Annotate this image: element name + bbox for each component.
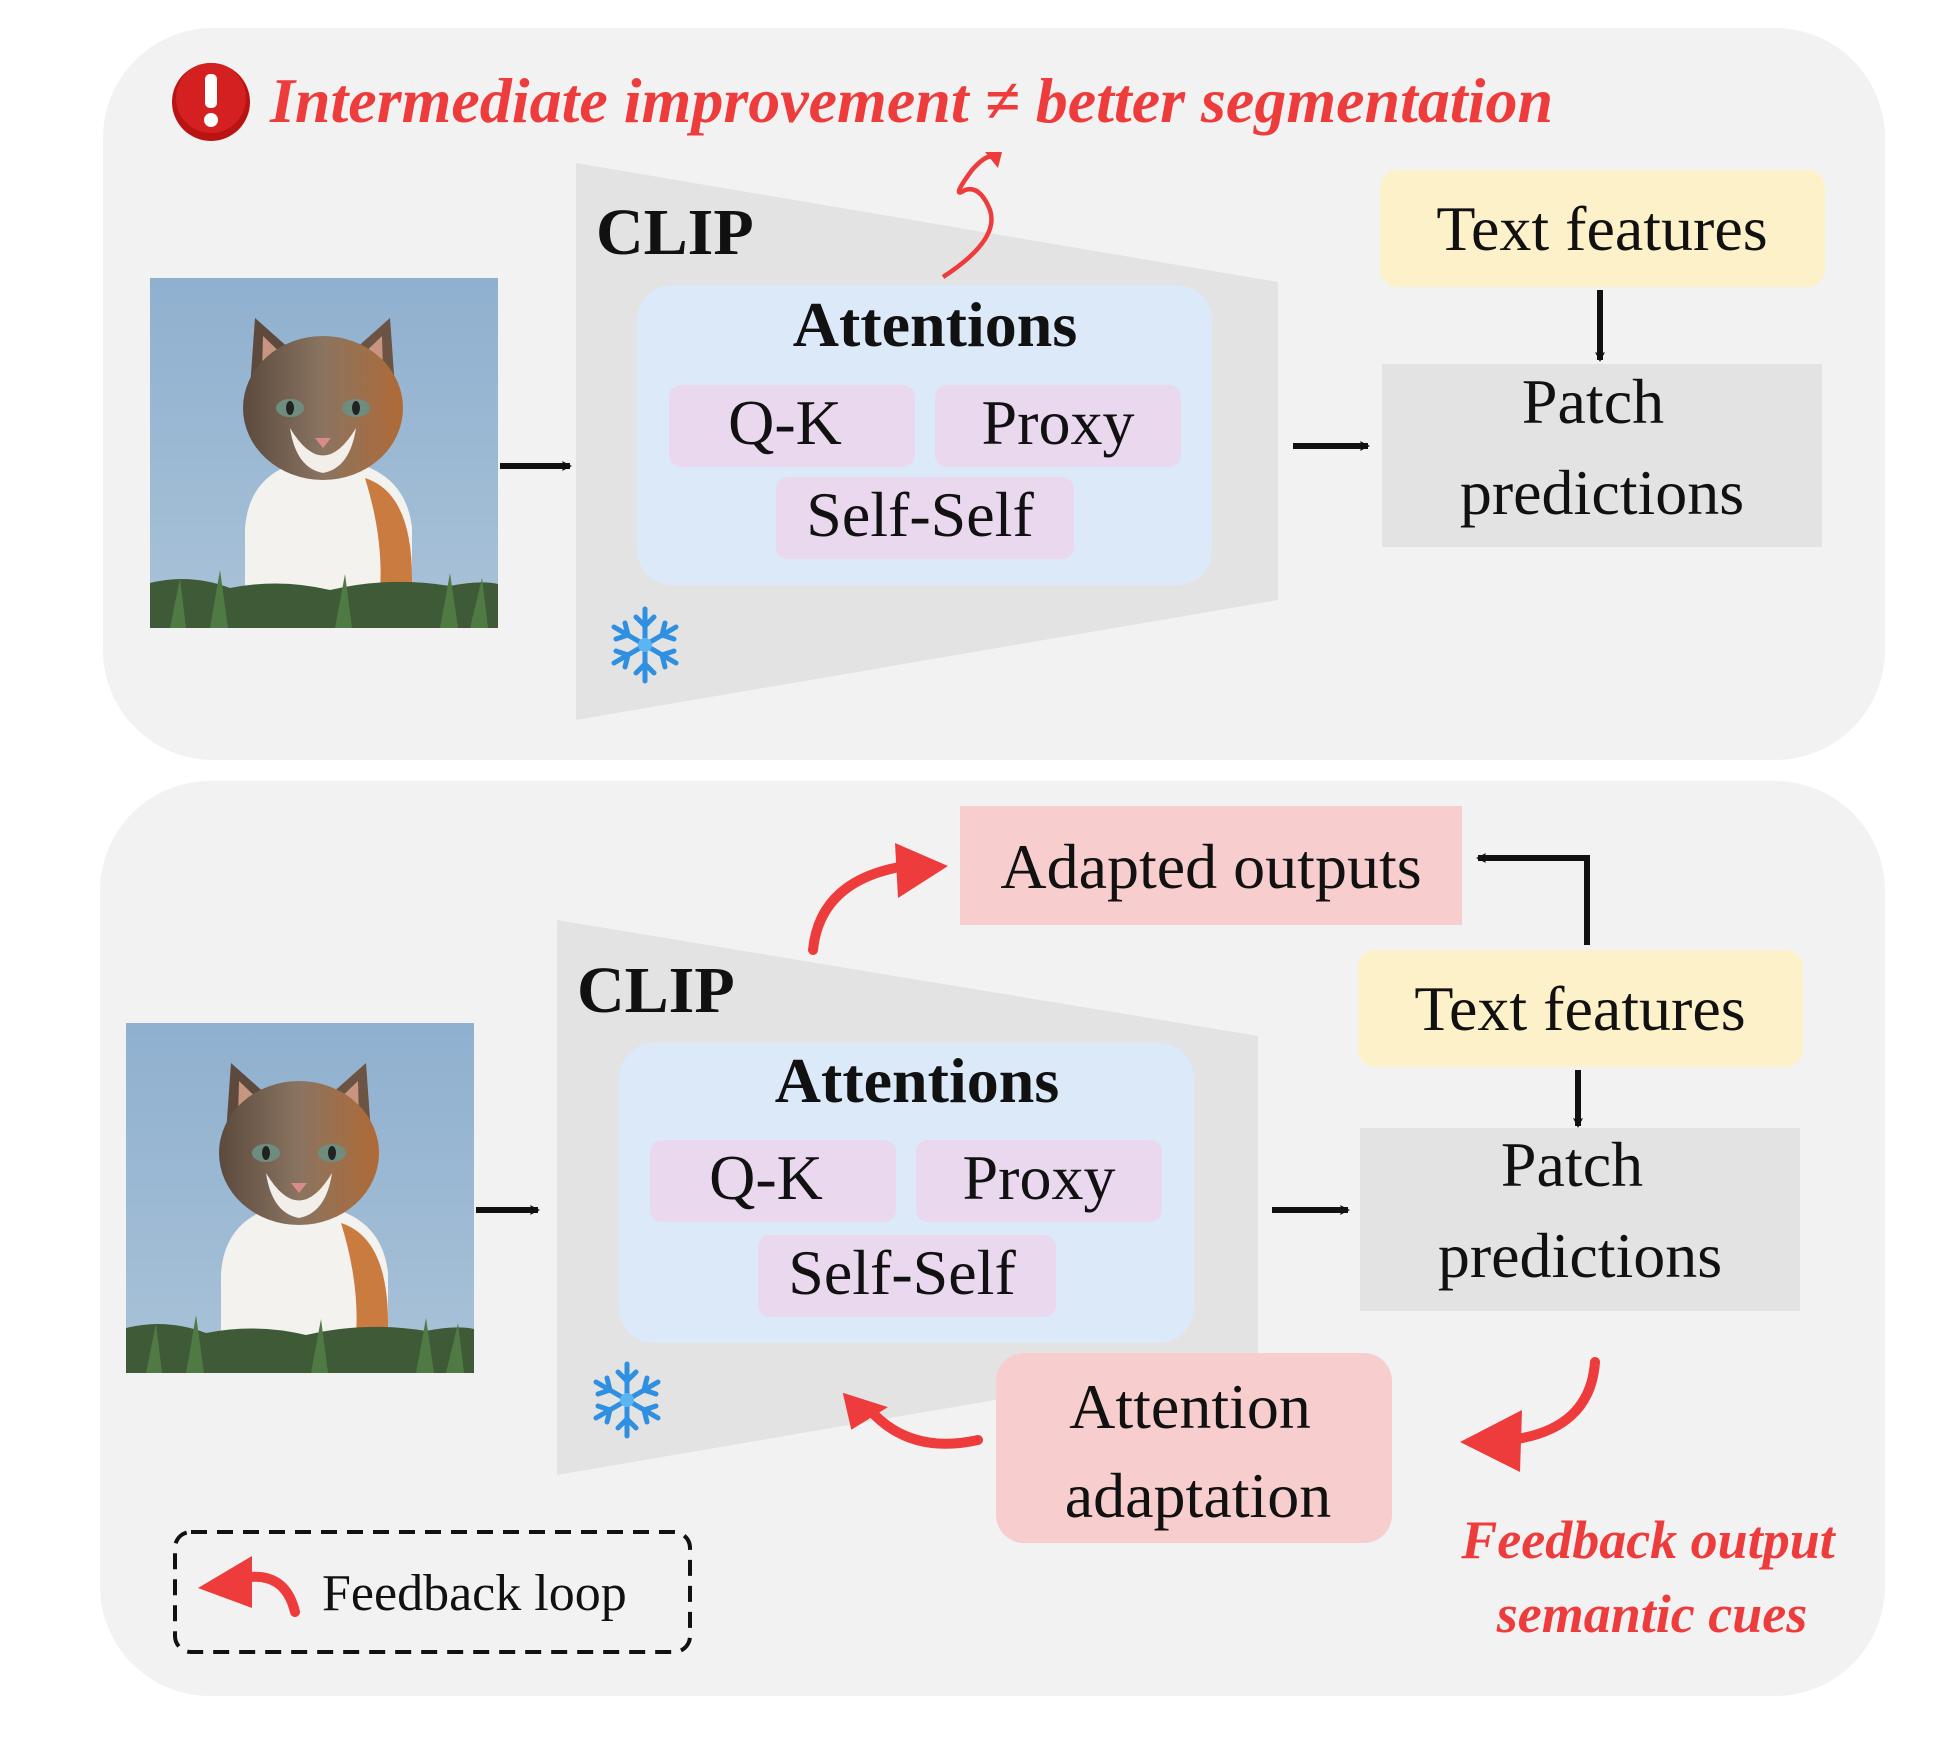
proxy-chip	[935, 385, 1181, 467]
legend-box	[173, 1530, 692, 1654]
proxy-label: Proxy	[963, 1142, 1116, 1213]
text-features-box	[1358, 950, 1803, 1067]
clip-label: CLIP	[577, 954, 735, 1027]
selfself-chip	[776, 477, 1074, 559]
text-features-label: Text features	[1414, 973, 1745, 1044]
qk-label: Q-K	[709, 1142, 823, 1213]
legend: Feedback loop	[173, 1530, 692, 1654]
adaptation-red-arrow	[865, 1405, 983, 1449]
proxy-chip	[916, 1140, 1162, 1222]
selfself-chip	[758, 1235, 1056, 1317]
patch-predictions-box	[1360, 1128, 1800, 1311]
patch-label-line1: Patch	[1501, 1129, 1643, 1200]
feedback-loop-legend-icon	[198, 1556, 300, 1617]
selfself-label: Self-Self	[806, 479, 1034, 550]
qk-label: Q-K	[728, 387, 842, 458]
legend-label: Feedback loop	[322, 1565, 627, 1622]
text-features-box	[1380, 170, 1825, 287]
qk-chip	[650, 1140, 896, 1222]
feedback-red-arrow	[1505, 1357, 1600, 1445]
feedback-cue-line1: Feedback output	[1460, 1510, 1836, 1570]
text-to-adapted-arrow	[1476, 853, 1590, 945]
attention-adaptation-box	[996, 1353, 1392, 1543]
text-features-label: Text features	[1436, 193, 1767, 264]
adapted-outputs-label: Adapted outputs	[1000, 831, 1421, 902]
adapted-outputs-box	[960, 806, 1462, 925]
proxy-label: Proxy	[982, 387, 1135, 458]
patch-label-line2: predictions	[1460, 457, 1744, 528]
warning-text: Intermediate improvement ≠ better segmen…	[269, 65, 1553, 136]
selfself-label: Self-Self	[788, 1237, 1016, 1308]
clip-label: CLIP	[596, 196, 754, 269]
top-panel: Intermediate improvement ≠ better segmen…	[103, 28, 1885, 760]
attentions-title: Attentions	[775, 1045, 1059, 1116]
patch-predictions-box	[1382, 364, 1822, 547]
feedback-cue-line2: semantic cues	[1496, 1584, 1807, 1644]
adapted-red-arrow	[808, 861, 910, 955]
attention-adaptation-line1: Attention	[1069, 1371, 1311, 1442]
attentions-title: Attentions	[793, 289, 1077, 360]
squiggle-arrow	[941, 154, 998, 279]
cat-image	[150, 278, 498, 628]
cat-image	[126, 1023, 474, 1373]
warning-icon	[172, 63, 250, 141]
qk-chip	[669, 385, 915, 467]
bottom-panel: Adapted outputs CLIP Attentions Q-K Prox…	[100, 781, 1885, 1696]
patch-label-line2: predictions	[1438, 1220, 1722, 1291]
attention-adaptation-line2: adaptation	[1065, 1460, 1332, 1531]
patch-label-line1: Patch	[1522, 366, 1664, 437]
